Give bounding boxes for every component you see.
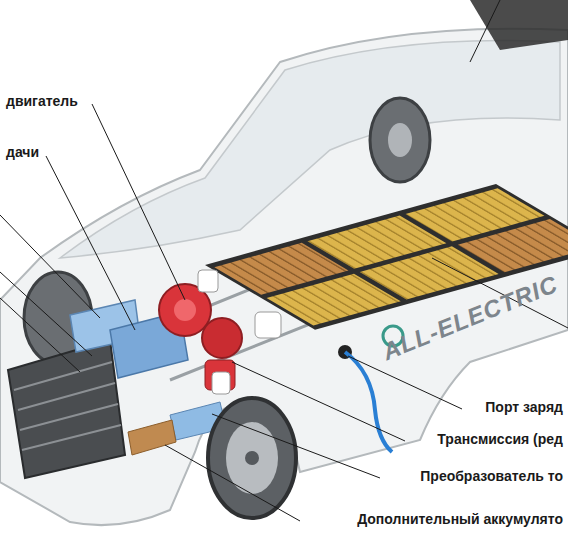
part-label: дачи (4, 144, 41, 161)
part-label: Порт заряд (483, 399, 565, 416)
leader-lines (0, 0, 568, 521)
part-label: двигатель (4, 93, 80, 110)
part-label: Преобразователь то (418, 468, 565, 485)
part-label: Трансмиссия (ред (435, 431, 565, 448)
part-label: Дополнительный аккумулято (355, 511, 565, 528)
